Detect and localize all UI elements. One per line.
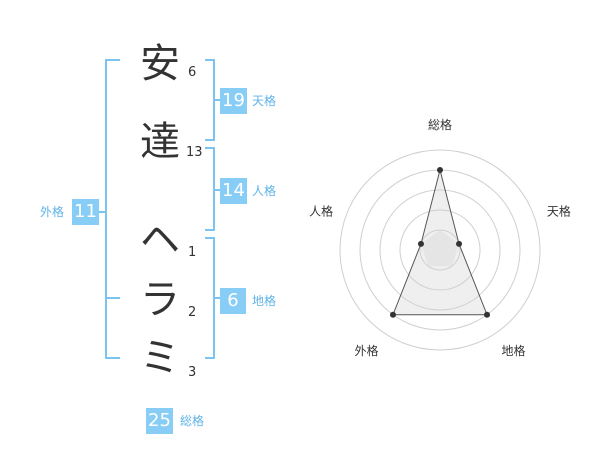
jinkaku-value-badge: 14 bbox=[220, 178, 247, 204]
radar-rings bbox=[339, 149, 541, 351]
radar-point-3 bbox=[389, 311, 396, 318]
tenkaku-label: 天格 bbox=[252, 94, 277, 108]
stroke-count-1: 6 bbox=[188, 65, 197, 80]
name-char-1: 安 bbox=[140, 41, 180, 87]
stroke-count-3: 1 bbox=[188, 245, 197, 260]
tenkaku-value-badge: 19 bbox=[220, 88, 247, 114]
radar-axis-label-0: 総格 bbox=[428, 117, 452, 132]
radar-value-polygon bbox=[392, 169, 488, 316]
radar-point-4 bbox=[417, 240, 424, 247]
stroke-count-5: 3 bbox=[188, 365, 197, 380]
name-char-2: 達 bbox=[140, 119, 180, 165]
radar-point-0 bbox=[437, 167, 443, 173]
soukaku-value-badge: 25 bbox=[146, 408, 173, 434]
radar-ring-5 bbox=[339, 149, 541, 351]
chikaku-label: 地格 bbox=[252, 294, 277, 308]
radar-axis-label-3: 外格 bbox=[355, 343, 379, 358]
radar-axis-label-4: 人格 bbox=[309, 203, 333, 218]
stroke-count-2: 13 bbox=[186, 145, 203, 160]
radar-point-1 bbox=[456, 240, 463, 247]
name-char-4: ラ bbox=[140, 277, 180, 323]
name-char-5: ミ bbox=[140, 335, 180, 381]
soukaku-label: 総格 bbox=[180, 414, 205, 428]
jinkaku-label: 人格 bbox=[252, 184, 277, 198]
radar-axis-label-1: 天格 bbox=[547, 203, 571, 218]
radar-axis-label-2: 地格 bbox=[501, 343, 525, 358]
gaikaku-label: 外格 bbox=[40, 205, 65, 219]
stroke-count-4: 2 bbox=[188, 305, 197, 320]
radar-ring-2 bbox=[399, 209, 481, 291]
radar-inner-area bbox=[420, 230, 460, 267]
gaikaku-value-badge: 11 bbox=[72, 199, 99, 225]
radar-ring-3 bbox=[379, 189, 501, 311]
name-char-3: ヘ bbox=[140, 217, 180, 263]
radar-point-2 bbox=[484, 311, 491, 318]
chikaku-value-badge: 6 bbox=[220, 288, 246, 314]
